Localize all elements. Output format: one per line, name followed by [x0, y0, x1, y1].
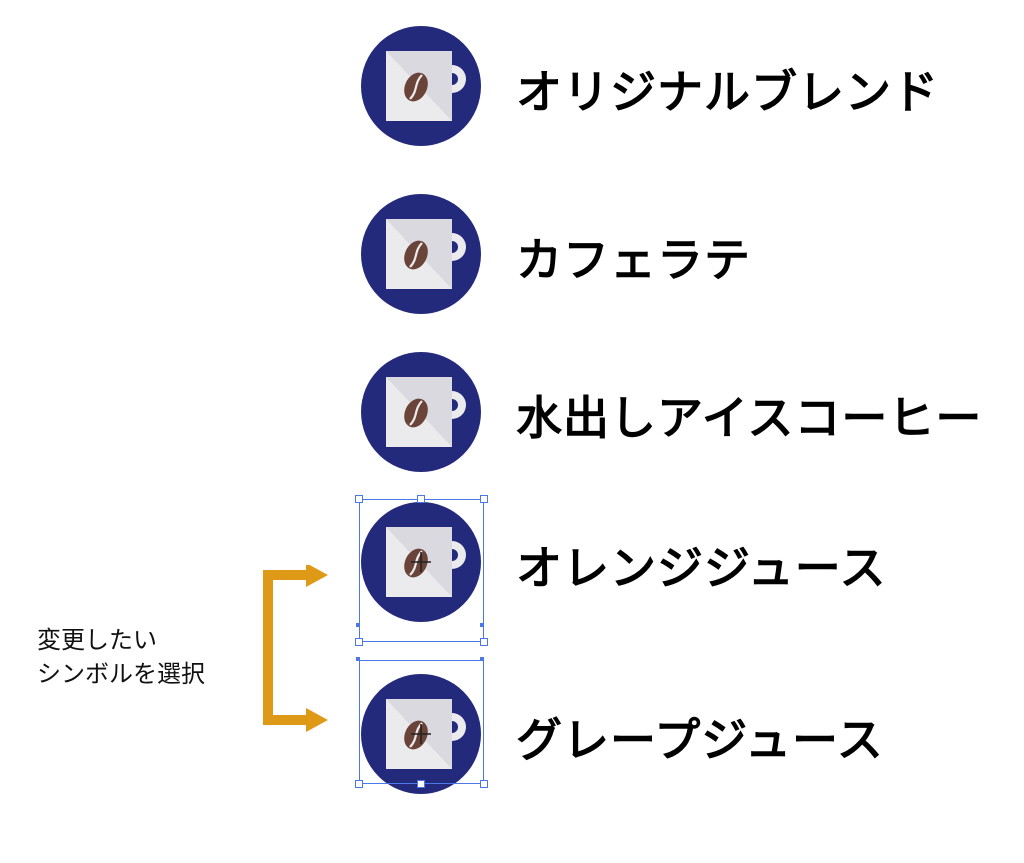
anchor-point [356, 623, 360, 627]
resize-handle[interactable] [355, 638, 363, 646]
menu-item-label: オレンジジュース [516, 541, 887, 595]
annotation-text: 変更したい シンボルを選択 [37, 623, 205, 691]
coffee-cup-icon[interactable] [360, 501, 482, 623]
anchor-point [480, 657, 484, 661]
coffee-cup-icon[interactable] [360, 351, 482, 473]
anchor-point [480, 623, 484, 627]
anchor-point [356, 657, 360, 661]
resize-handle[interactable] [480, 495, 488, 503]
menu-item-original-blend[interactable]: オリジナルブレンド [0, 0, 1024, 146]
resize-handle[interactable] [355, 495, 363, 503]
coffee-cup-icon[interactable] [360, 193, 482, 315]
menu-item-label: 水出しアイスコーヒー [516, 391, 983, 445]
menu-item-label: カフェラテ [516, 233, 751, 287]
resize-handle[interactable] [417, 495, 425, 503]
resize-handle[interactable] [480, 780, 488, 788]
annotation-line: 変更したい [37, 626, 157, 654]
selection-bounding-box[interactable] [359, 499, 484, 642]
annotation-line: シンボルを選択 [37, 660, 205, 688]
menu-item-cafe-latte[interactable]: カフェラテ [0, 168, 1024, 314]
menu-item-label: グレープジュース [516, 713, 884, 767]
menu-item-orange-juice[interactable]: オレンジジュース [0, 476, 1024, 622]
selection-bounding-box[interactable] [359, 660, 484, 784]
bracket-arrow-icon [263, 565, 328, 732]
resize-handle[interactable] [355, 780, 363, 788]
resize-handle[interactable] [480, 638, 488, 646]
menu-item-cold-brew[interactable]: 水出しアイスコーヒー [0, 326, 1024, 472]
resize-handle[interactable] [417, 780, 425, 788]
coffee-cup-icon[interactable] [360, 673, 482, 795]
menu-item-label: オリジナルブレンド [516, 65, 939, 119]
coffee-cup-icon[interactable] [360, 25, 482, 147]
menu-item-grape-juice[interactable]: グレープジュース [0, 648, 1024, 794]
